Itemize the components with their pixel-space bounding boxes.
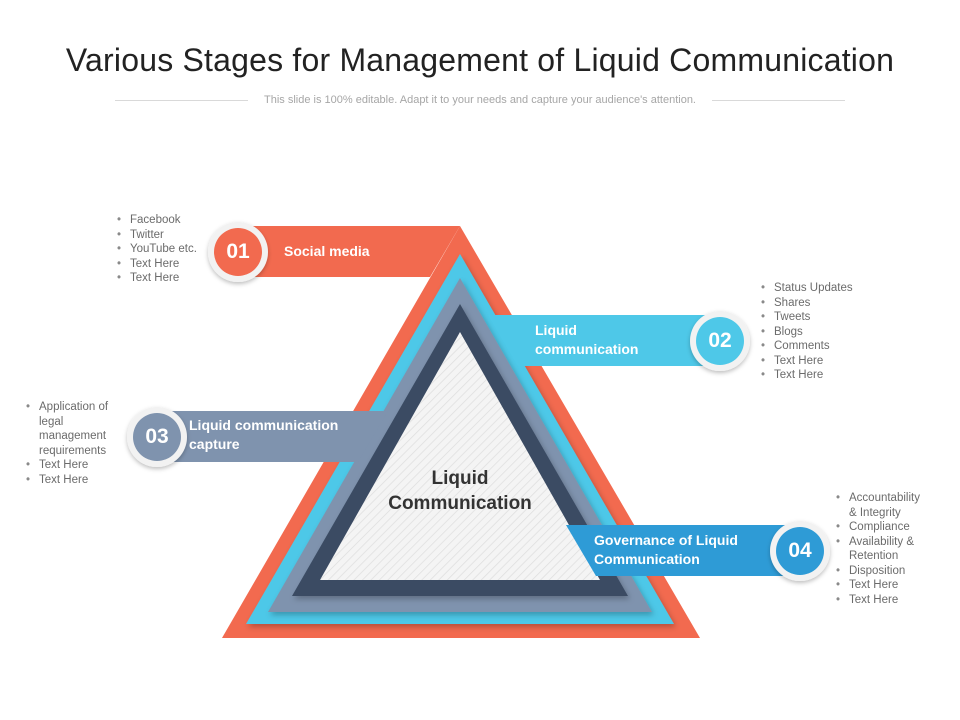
bullet-line: requirements bbox=[39, 444, 107, 457]
bullet-item: Application of legal management requirement… bbox=[24, 400, 108, 458]
bullet-line: Availability & bbox=[849, 535, 914, 548]
bullet-item: Comments bbox=[759, 339, 853, 354]
bullet-line: management bbox=[39, 430, 107, 442]
center-label: Liquid Communication bbox=[370, 466, 550, 516]
bullet-item: Disposition bbox=[834, 564, 920, 579]
triangle-center-hatched bbox=[320, 332, 600, 580]
bullet-item: Text Here bbox=[834, 578, 920, 593]
bullet-line: Accountability bbox=[849, 492, 920, 504]
bullet-list-04: Accountability & Integrity Compliance Ava… bbox=[834, 491, 920, 607]
subtitle-divider-right bbox=[712, 99, 845, 101]
bullet-item: Text Here bbox=[834, 593, 920, 608]
bullet-item: Status Updates bbox=[759, 281, 853, 296]
bullet-line: legal bbox=[39, 415, 64, 428]
bullet-item: Text Here bbox=[115, 257, 197, 272]
stage-label-02-line1: Liquid bbox=[535, 322, 577, 338]
stage-number-03: 03 bbox=[145, 425, 169, 448]
stage-label-02-line2: communication bbox=[535, 341, 639, 357]
stage-label-01: Social media bbox=[284, 243, 370, 259]
badge-01 bbox=[214, 228, 262, 276]
badge-03 bbox=[133, 413, 181, 461]
stage-label-03: Liquid communication capture bbox=[189, 416, 338, 454]
center-label-line1: Liquid bbox=[431, 468, 489, 489]
bullet-item: Compliance bbox=[834, 520, 920, 535]
subtitle-row: This slide is 100% editable. Adapt it to… bbox=[115, 92, 845, 108]
stage-number-02: 02 bbox=[708, 329, 732, 352]
stage-number-01: 01 bbox=[226, 240, 250, 263]
bullet-item: YouTube etc. bbox=[115, 242, 197, 257]
badge-02 bbox=[696, 317, 744, 365]
band-liquid-communication bbox=[488, 315, 720, 366]
bullet-item: Text Here bbox=[24, 473, 108, 488]
bullet-list-01: Facebook Twitter YouTube etc. Text Here … bbox=[115, 213, 197, 286]
subtitle-divider-left bbox=[115, 99, 248, 101]
bullet-item: Text Here bbox=[24, 458, 108, 473]
bullet-item: Text Here bbox=[115, 271, 197, 286]
bullet-list-03: Application of legal management requirement… bbox=[24, 400, 108, 487]
bullet-item: Text Here bbox=[759, 354, 853, 369]
center-label-line2: Communication bbox=[388, 493, 532, 514]
bullet-line: & Integrity bbox=[849, 506, 901, 519]
bullet-list-02: Status Updates Shares Tweets Blogs Comme… bbox=[759, 281, 853, 383]
band-social-media bbox=[238, 226, 460, 277]
stage-label-04: Governance of Liquid Communication bbox=[594, 531, 738, 569]
bullet-item: Shares bbox=[759, 296, 853, 311]
badge-04 bbox=[776, 527, 824, 575]
bullet-item: Tweets bbox=[759, 310, 853, 325]
stage-label-04-line1: Governance of Liquid bbox=[594, 532, 738, 548]
stage-label-03-line1: Liquid communication bbox=[189, 417, 339, 433]
bullet-line: Application of bbox=[39, 401, 109, 413]
bullet-line: Retention bbox=[849, 550, 899, 562]
bullet-item: Facebook bbox=[115, 213, 197, 228]
bullet-item: Text Here bbox=[759, 368, 853, 383]
bullet-item: Availability & Retention bbox=[834, 535, 920, 564]
band-governance bbox=[566, 525, 800, 576]
bullet-item: Accountability & Integrity bbox=[834, 491, 920, 520]
subtitle: This slide is 100% editable. Adapt it to… bbox=[264, 94, 696, 106]
stage-number-04: 04 bbox=[788, 539, 812, 562]
stage-label-02: Liquid communication bbox=[535, 321, 638, 359]
bullet-item: Blogs bbox=[759, 325, 853, 340]
stage-label-04-line2: Communication bbox=[594, 551, 700, 567]
band-liquid-communication-capture bbox=[157, 411, 388, 462]
stage-label-03-line2: capture bbox=[189, 436, 240, 452]
page-title: Various Stages for Management of Liquid … bbox=[65, 42, 895, 78]
bullet-item: Twitter bbox=[115, 228, 197, 243]
